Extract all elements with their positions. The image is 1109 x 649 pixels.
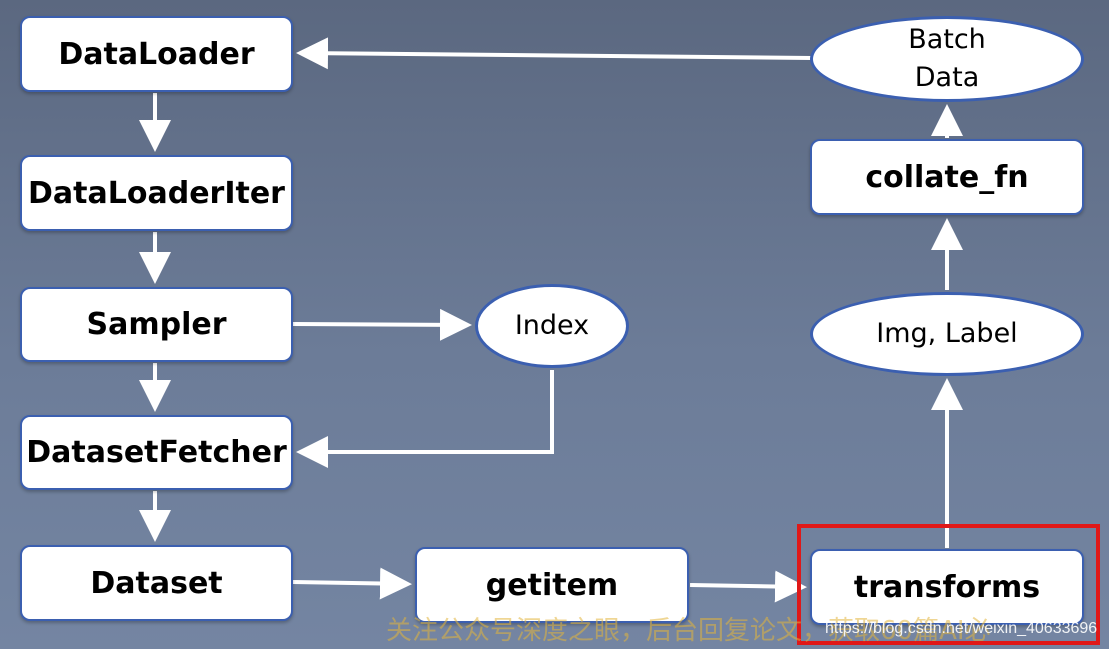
dataset-node: Dataset [20, 545, 293, 621]
transforms-label: transforms [853, 569, 1041, 605]
sampler-node: Sampler [20, 287, 293, 362]
batch-data-node: Batch Data [810, 16, 1084, 102]
watermark-url: https://blog.csdn.net/weixin_40633696 [825, 620, 1098, 637]
datasetfetcher-node: DatasetFetcher [20, 415, 293, 490]
dataset-label: Dataset [90, 565, 223, 601]
dataloader-label: DataLoader [58, 36, 255, 72]
getitem-node: getitem [415, 547, 689, 623]
arrow-index-to-fetcher [296, 370, 554, 468]
dataloader-node: DataLoader [20, 16, 293, 92]
collate-fn-node: collate_fn [810, 139, 1084, 215]
getitem-label: getitem [485, 567, 619, 603]
transforms-node: transforms [810, 549, 1084, 625]
datasetfetcher-label: DatasetFetcher [26, 435, 287, 470]
dataloaderiter-node: DataLoaderIter [20, 155, 293, 231]
watermark-text: 关注公众号深度之眼，后台回复论文，获取60篇AI必 [386, 616, 991, 646]
batch-data-label-line2: Data [914, 62, 980, 93]
arrow-sampler-to-index [292, 308, 472, 341]
arrow-dataset-to-getitem [292, 567, 412, 600]
dataloaderiter-label: DataLoaderIter [28, 175, 285, 211]
sampler-label: Sampler [86, 307, 227, 342]
transforms-highlight [797, 524, 1100, 645]
img-label-label: Img, Label [876, 318, 1018, 349]
batch-data-label-line1: Batch [908, 24, 986, 55]
index-node: Index [475, 284, 629, 368]
arrow-batch-to-dataloader [296, 37, 813, 70]
arrow-getitem-to-transforms [689, 570, 807, 603]
index-label: Index [514, 310, 590, 341]
img-label-node: Img, Label [810, 292, 1084, 376]
collate-fn-label: collate_fn [865, 159, 1029, 195]
